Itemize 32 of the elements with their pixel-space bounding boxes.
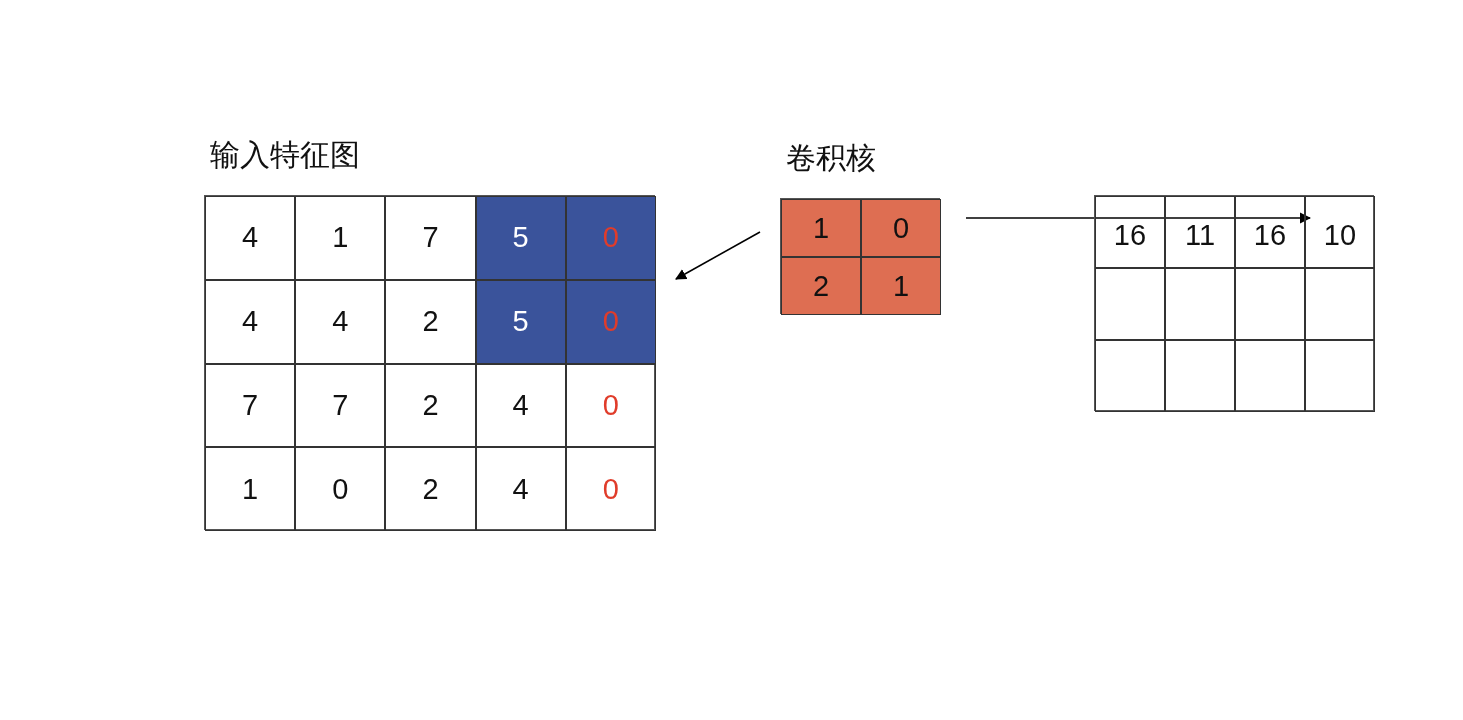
grid-cell: 1 [781,199,861,257]
grid-cell: 10 [1305,196,1375,268]
grid-heading: 卷积核 [786,140,876,176]
arrow [675,231,761,280]
arrow [965,212,1312,224]
grid-cell: 16 [1095,196,1165,268]
grid-cell: 1 [295,196,386,280]
grid-cell: 2 [781,257,861,315]
grid-cell: 7 [295,363,386,448]
grid-cell: 1 [861,257,941,315]
grid-cell: 2 [385,447,476,532]
grid-cell: 0 [565,196,656,280]
grid-cell: 5 [475,279,566,364]
grid-cell: 0 [861,199,941,257]
grid-cell: 4 [475,447,566,532]
grid-cell: 11 [1165,196,1235,268]
grid-cell: 4 [295,279,386,364]
grid-cell: 2 [385,279,476,364]
grid-cell: 5 [475,196,566,280]
grid-cell: 4 [475,363,566,448]
grid-cell: 2 [385,363,476,448]
grid-cell: 7 [385,196,476,280]
grid-cell: 0 [565,279,656,364]
grid-cell: 1 [205,447,296,532]
grid-cell: 4 [205,196,296,280]
grid-cell: 16 [1235,196,1305,268]
grid-cell: 0 [565,447,656,532]
grid-cell: 4 [205,279,296,364]
grid-heading: 输入特征图 [210,137,360,173]
grid-cell: 7 [205,363,296,448]
grid-cell: 0 [565,363,656,448]
grid-cell: 0 [295,447,386,532]
